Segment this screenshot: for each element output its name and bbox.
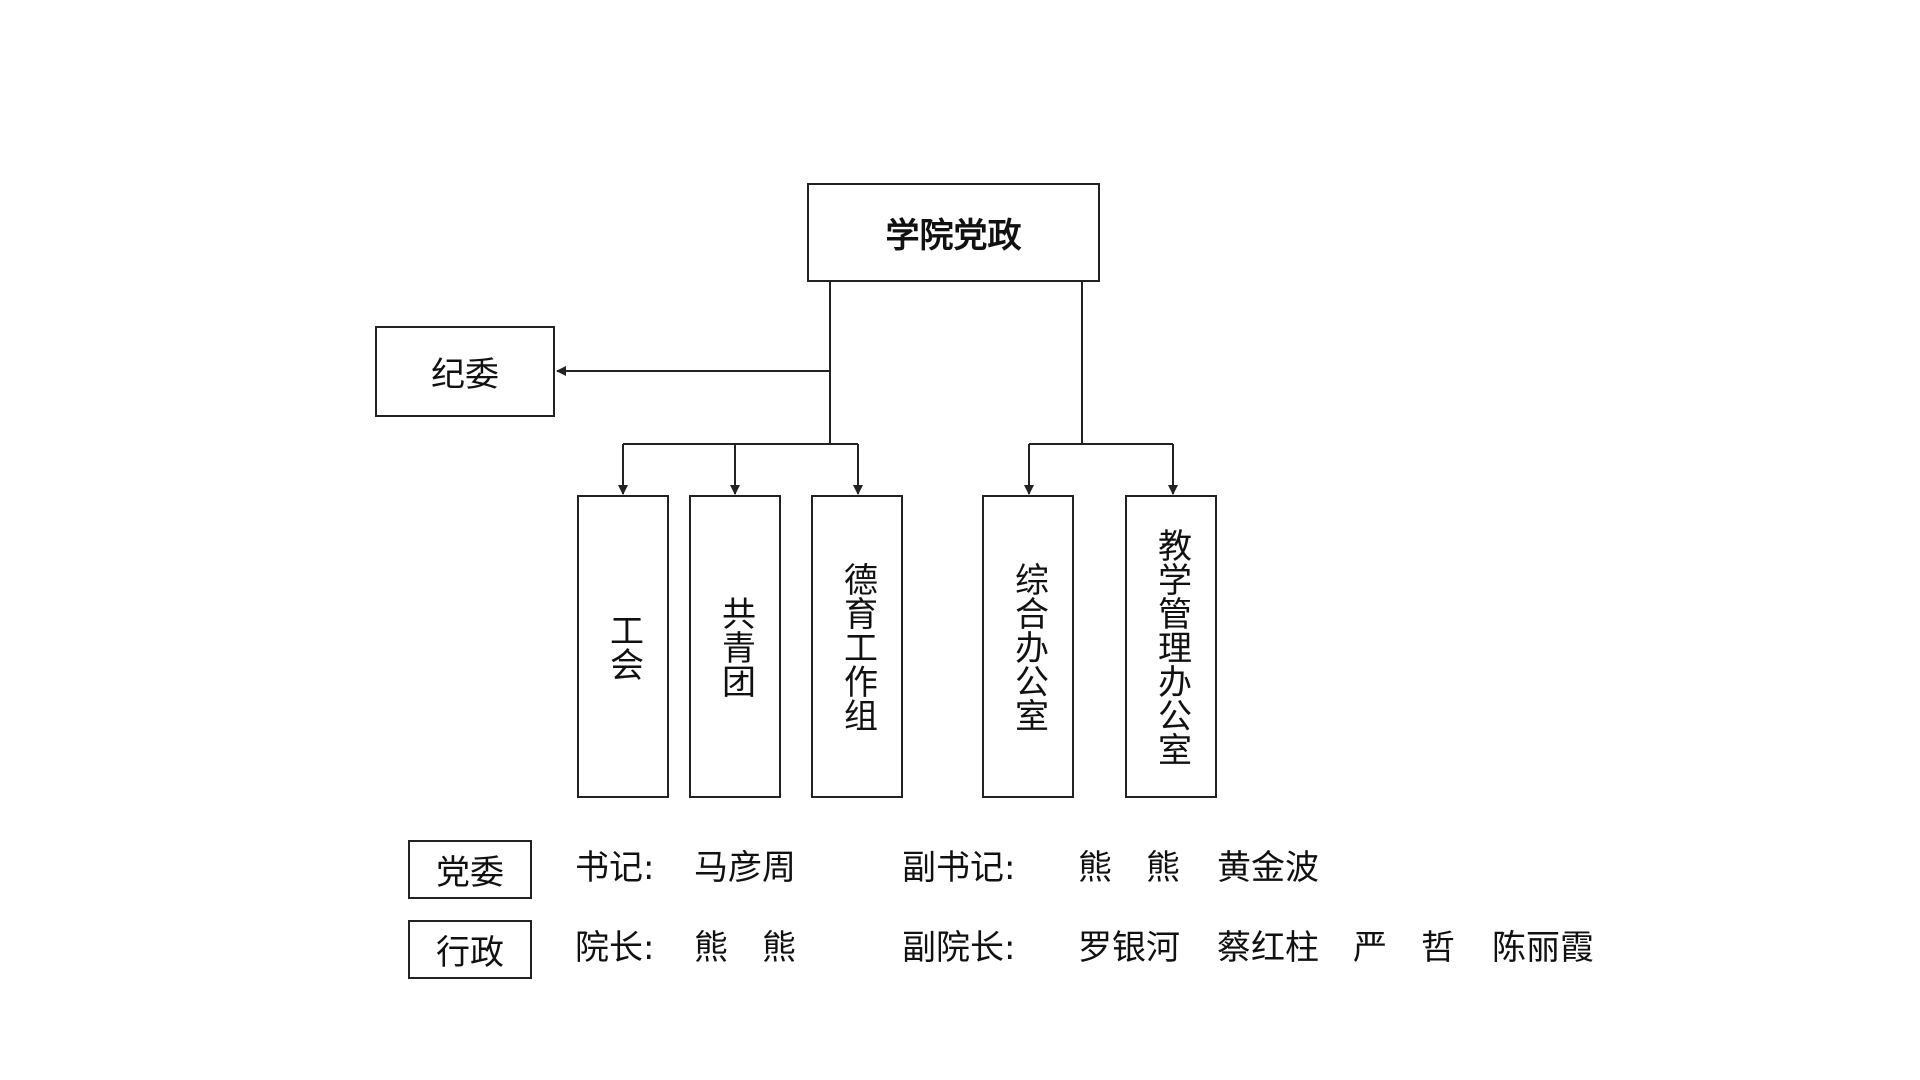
admin-deputy-name-1: 罗银河	[1078, 928, 1180, 968]
top-node-college-leadership: 学院党政	[807, 183, 1100, 282]
admin-deputy-name-3: 严 哲	[1353, 928, 1455, 968]
node-discipline-label: 纪委	[431, 355, 499, 395]
party-deputy-title: 副书记:	[902, 848, 1016, 888]
admin-deputy-name-2: 蔡红柱	[1217, 928, 1319, 968]
node-teaching-office: 教学管理办公室	[1125, 495, 1217, 798]
node-moral-education-label: 德育工作组	[837, 561, 878, 732]
party-committee-tag: 党委	[408, 840, 532, 899]
node-youth-league-label: 共青团	[715, 595, 756, 698]
admin-deputy-title: 副院长:	[902, 928, 1016, 968]
node-youth-league: 共青团	[689, 495, 781, 798]
party-deputy-name-1: 熊 熊	[1078, 848, 1180, 888]
admin-head-title: 院长:	[575, 928, 655, 968]
party-head-name: 马彦周	[694, 848, 796, 888]
node-teaching-office-label: 教学管理办公室	[1151, 527, 1192, 766]
party-tag-label: 党委	[436, 853, 504, 893]
node-discipline-committee: 纪委	[375, 326, 555, 417]
administration-tag: 行政	[408, 920, 532, 979]
node-general-office-label: 综合办公室	[1008, 561, 1049, 732]
top-node-label: 学院党政	[885, 216, 1022, 256]
node-labor-union-label: 工会	[603, 612, 644, 681]
node-moral-education-group: 德育工作组	[811, 495, 903, 798]
admin-head-name: 熊 熊	[694, 928, 796, 968]
party-deputy-name-2: 黄金波	[1217, 848, 1319, 888]
admin-tag-label: 行政	[436, 933, 504, 973]
node-labor-union: 工会	[577, 495, 669, 798]
node-general-office: 综合办公室	[982, 495, 1074, 798]
admin-deputy-name-4: 陈丽霞	[1492, 928, 1594, 968]
party-head-title: 书记:	[575, 848, 655, 888]
